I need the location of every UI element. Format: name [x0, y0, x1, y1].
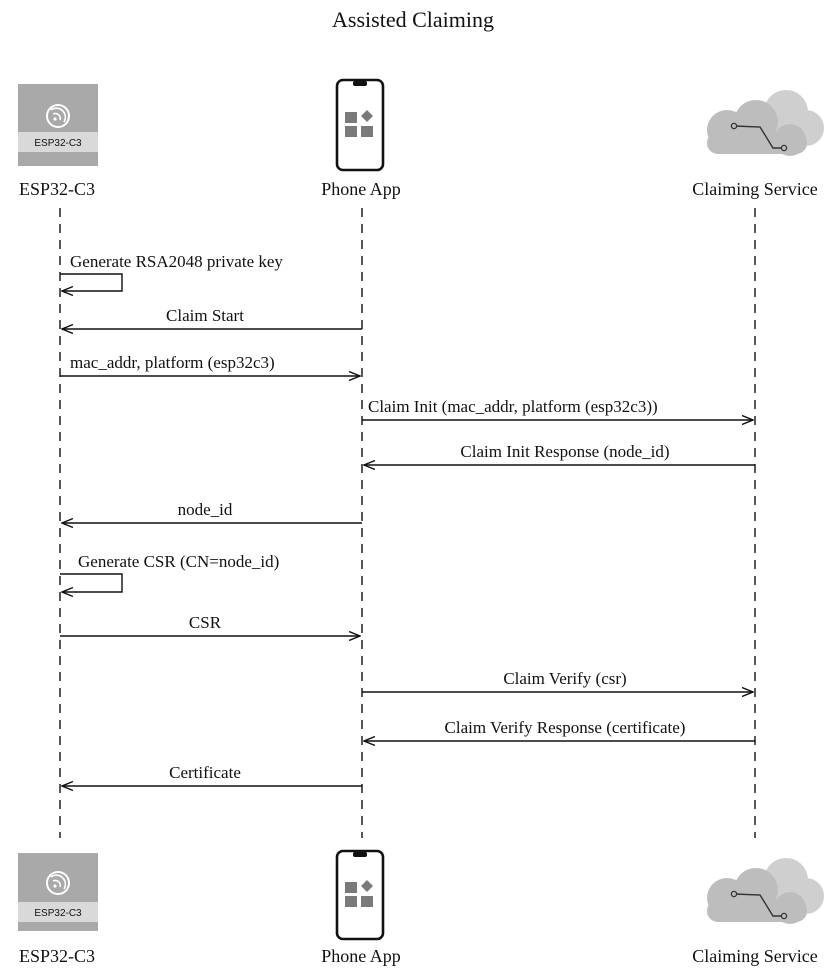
phone-app-icon	[335, 78, 385, 172]
message-label: Generate RSA2048 private key	[70, 252, 283, 271]
message-label: Generate CSR (CN=node_id)	[78, 552, 279, 571]
message-8: CSR	[60, 613, 360, 636]
message-label: node_id	[178, 500, 233, 519]
message-7: Generate CSR (CN=node_id)	[60, 552, 279, 592]
actor-esp32-label: ESP32-C3	[19, 946, 95, 966]
message-6: node_id	[62, 500, 362, 523]
phone-app-icon	[335, 849, 385, 941]
actor-claiming-service-label: Claiming Service	[692, 946, 817, 966]
esp32-chip-icon: ESP32-C3	[18, 84, 98, 166]
message-label: Claim Verify Response (certificate)	[445, 718, 686, 737]
message-label: Claim Start	[166, 306, 244, 325]
actor-phone-app-label: Phone App	[321, 179, 401, 199]
actor-claiming-service-label: Claiming Service	[692, 179, 817, 199]
message-label: Claim Verify (csr)	[503, 669, 626, 688]
message-label: mac_addr, platform (esp32c3)	[70, 353, 275, 372]
message-3: mac_addr, platform (esp32c3)	[60, 353, 360, 376]
message-9: Claim Verify (csr)	[362, 669, 753, 692]
message-1: Generate RSA2048 private key	[60, 252, 283, 291]
message-label: Claim Init Response (node_id)	[460, 442, 669, 461]
message-label: Claim Init (mac_addr, platform (esp32c3)…	[368, 397, 658, 416]
actor-esp32-label: ESP32-C3	[19, 179, 95, 199]
cloud-service-icon	[707, 858, 824, 924]
message-label: CSR	[189, 613, 222, 632]
message-5: Claim Init Response (node_id)	[364, 442, 755, 465]
message-11: Certificate	[62, 763, 362, 786]
chip-label: ESP32-C3	[34, 138, 82, 149]
cloud-service-icon	[707, 90, 824, 156]
message-2: Claim Start	[62, 306, 362, 329]
self-arrow	[60, 273, 123, 291]
message-label: Certificate	[169, 763, 241, 782]
message-4: Claim Init (mac_addr, platform (esp32c3)…	[362, 397, 753, 420]
actor-phone-app-label: Phone App	[321, 946, 401, 966]
chip-label: ESP32-C3	[34, 908, 82, 919]
message-10: Claim Verify Response (certificate)	[364, 718, 755, 741]
esp32-chip-icon: ESP32-C3	[18, 853, 98, 931]
diagram-title: Assisted Claiming	[332, 7, 494, 32]
self-arrow	[60, 573, 123, 592]
